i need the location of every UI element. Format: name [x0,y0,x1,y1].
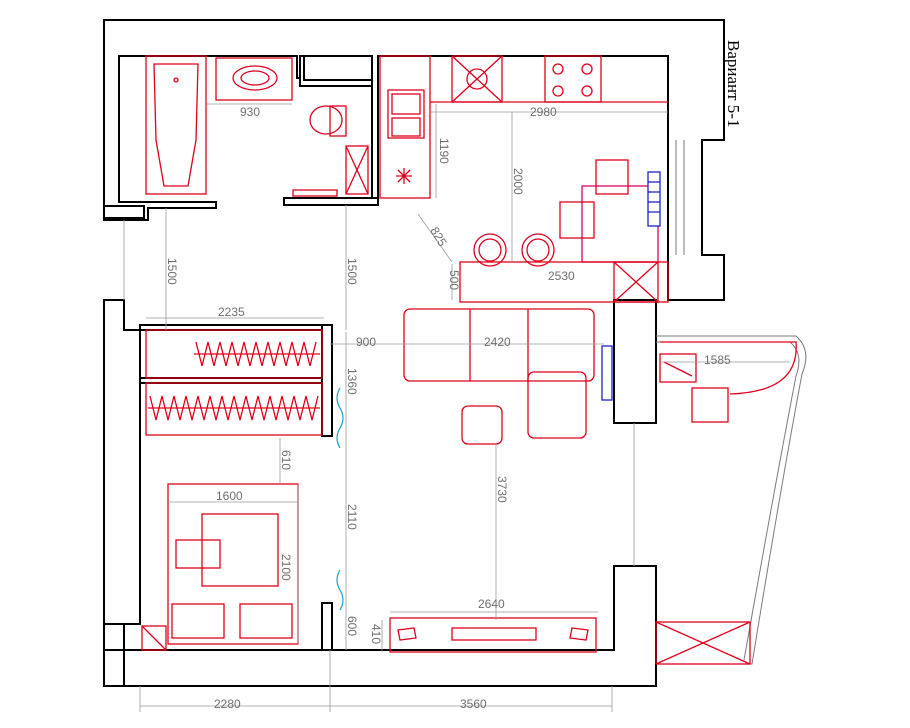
dim-living-total: 3560 [460,697,487,711]
living-room [389,308,613,653]
balcony [655,335,807,665]
dim-wardrobe-gap: 900 [356,335,376,349]
dim-kitchen-counter-depth: 1190 [437,138,451,164]
dim-bath-sink-width: 930 [240,105,260,119]
bedroom [141,483,299,651]
dim-kitchen-counter-len: 2530 [548,269,575,283]
dim-bed-gap: 610 [279,450,293,470]
dim-kitchen-diag: 825 [427,225,449,250]
kitchen [379,55,669,303]
dim-living-width: 2420 [484,335,511,349]
wardrobes [145,329,323,436]
dim-bed-length: 2100 [279,554,293,581]
dim-bed-width: 1600 [216,489,243,503]
dimension-labels: 930 2980 1190 2000 825 1500 1500 500 253… [165,105,731,711]
dim-wardrobe-depth: 1360 [345,368,359,395]
walls [103,19,725,687]
dim-wardrobe-width: 2235 [218,305,245,319]
dim-bedroom-bottom: 600 [345,616,359,636]
dim-hall-left: 1500 [165,258,179,285]
window-right [675,140,685,255]
bathroom [145,55,369,197]
dim-balcony-width: 1585 [704,353,731,367]
dim-tv-depth: 410 [369,624,383,644]
dim-tv-width: 2640 [478,597,505,611]
dimension-lines [123,103,790,712]
dim-kitchen-step: 500 [447,270,461,290]
dim-bedroom-total: 2280 [214,697,241,711]
plan-title: Вариант 5-1 [724,40,743,127]
dim-living-depth: 3730 [495,476,509,503]
dim-kitchen-width: 2980 [530,105,557,119]
dim-kitchen-table-depth: 2000 [511,168,525,195]
dim-bedroom-depth: 2110 [345,504,359,530]
dim-hall-center: 1500 [345,258,359,285]
doors [336,387,344,611]
